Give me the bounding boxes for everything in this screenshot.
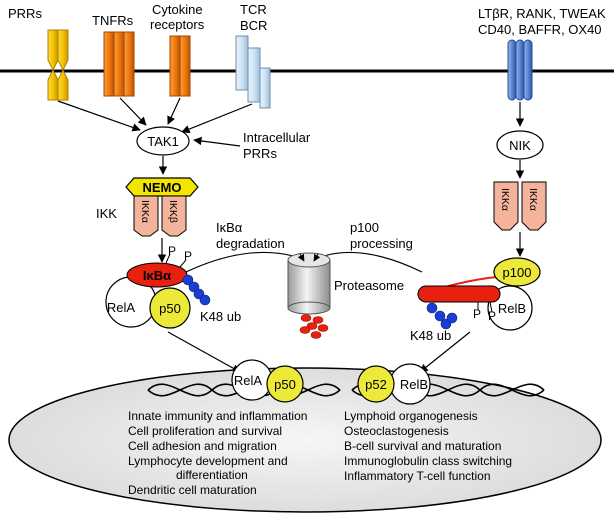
canonical-target-5: Dendritic cell maturation [128,483,257,497]
nucleus [8,367,602,513]
nuclear-p52-node [357,365,395,403]
rela-label: RelA [107,300,136,315]
p100-ankyrin-domain [417,285,501,303]
intracellular-prrs-label-2: PRRs [243,146,277,161]
nik-label: NIK [509,138,531,153]
proteasome [287,252,331,315]
processing-label-1: p100 [350,220,379,235]
canonical-target-1: Innate immunity and inflammation [128,409,307,423]
noncanonical-target-1: Lymphoid organogenesis [344,409,478,423]
label-noncanonical-receptors-1: LTβR, RANK, TWEAK [478,6,606,21]
nuclear-p50-node [266,365,304,403]
noncanonical-target-4: Immunoglobulin class switching [344,454,512,468]
ubiquitin-chain-canonical [182,274,211,306]
nemo-label: NEMO [143,180,182,195]
phospho-label-1: P [168,244,176,258]
tak1-label: TAK1 [147,134,179,149]
k48-label-canonical: K48 ub [200,309,241,324]
canonical-to-nucleus-arrow [167,331,241,373]
prr-receptor [47,29,69,101]
tak1-node [136,126,190,156]
nuclear-rela-label: RelA [234,373,263,388]
phospho-label-3: P [473,307,481,321]
noncanonical-target-5: Inflammatory T-cell function [344,469,491,483]
p100-label: p100 [503,265,532,280]
ikk-label: IKK [96,206,117,221]
p50-label: p50 [159,301,181,316]
tnfr-receptor [103,31,135,97]
canonical-target-4b: differentiation [176,468,248,482]
nuclear-relb-label: RelB [400,377,428,392]
label-cytokine-2: receptors [150,17,205,32]
cytokine-receptor [169,35,191,97]
ikka-dimer-noncanonical: IKKα IKKα [493,181,547,231]
label-tcr: TCR [240,2,267,17]
tcr-bcr-receptor [235,35,271,109]
svg-text:IKKα: IKKα [139,200,151,223]
canonical-target-4: Lymphocyte development and [128,454,288,468]
intracellular-prrs-label-1: Intracellular [243,130,311,145]
degradation-label-2: degradation [216,236,285,251]
relb-label: RelB [498,301,526,316]
nuclear-p52-label: p52 [365,377,387,392]
svg-text:IKKα: IKKα [527,188,539,211]
noncanonical-receptor [507,39,533,101]
processing-label-2: processing [350,236,413,251]
proteasome-label: Proteasome [334,278,404,293]
k48-label-noncanonical: K48 ub [410,328,451,343]
p100-node [493,257,541,287]
canonical-target-3: Cell adhesion and migration [128,439,277,453]
ubiquitin-chain-noncanonical [426,302,458,330]
p100-to-proteasome-path [317,251,423,273]
phospho-label-4: P [488,309,496,323]
nik-node [496,130,544,160]
canonical-target-2: Cell proliferation and survival [128,424,282,438]
label-tnfrs: TNFRs [92,13,134,28]
noncanonical-target-3: B-cell survival and maturation [344,439,501,453]
nemo-node [125,177,199,197]
ikba-rela-p50-complex: RelA p50 IκBα P P K48 ub [105,244,241,329]
label-prrs: PRRs [8,6,42,21]
noncanonical-to-nucleus-arrow [419,331,471,373]
svg-text:IKKβ: IKKβ [167,200,179,223]
degradation-label-1: IκBα [216,220,243,235]
label-cytokine-1: Cytokine [152,2,203,17]
nuclear-p50-label: p50 [274,377,296,392]
ikba-to-proteasome-path [185,251,301,273]
p50-node [149,287,191,329]
label-bcr: BCR [240,18,267,33]
degraded-peptides [299,314,329,339]
svg-text:IKKα: IKKα [499,188,511,211]
receptor-to-tak1-arrows [57,97,253,147]
phospho-label-2: P [184,249,192,263]
p100-relb-complex: RelB p100 P P K48 ub [410,257,541,343]
ikk-alpha-canonical: IKKα [133,195,159,237]
noncanonical-target-2: Osteoclastogenesis [344,424,449,438]
ikk-beta-canonical: IKKβ [161,195,187,237]
label-noncanonical-receptors-2: CD40, BAFFR, OX40 [478,22,602,37]
ikba-label: IκBα [143,268,171,283]
